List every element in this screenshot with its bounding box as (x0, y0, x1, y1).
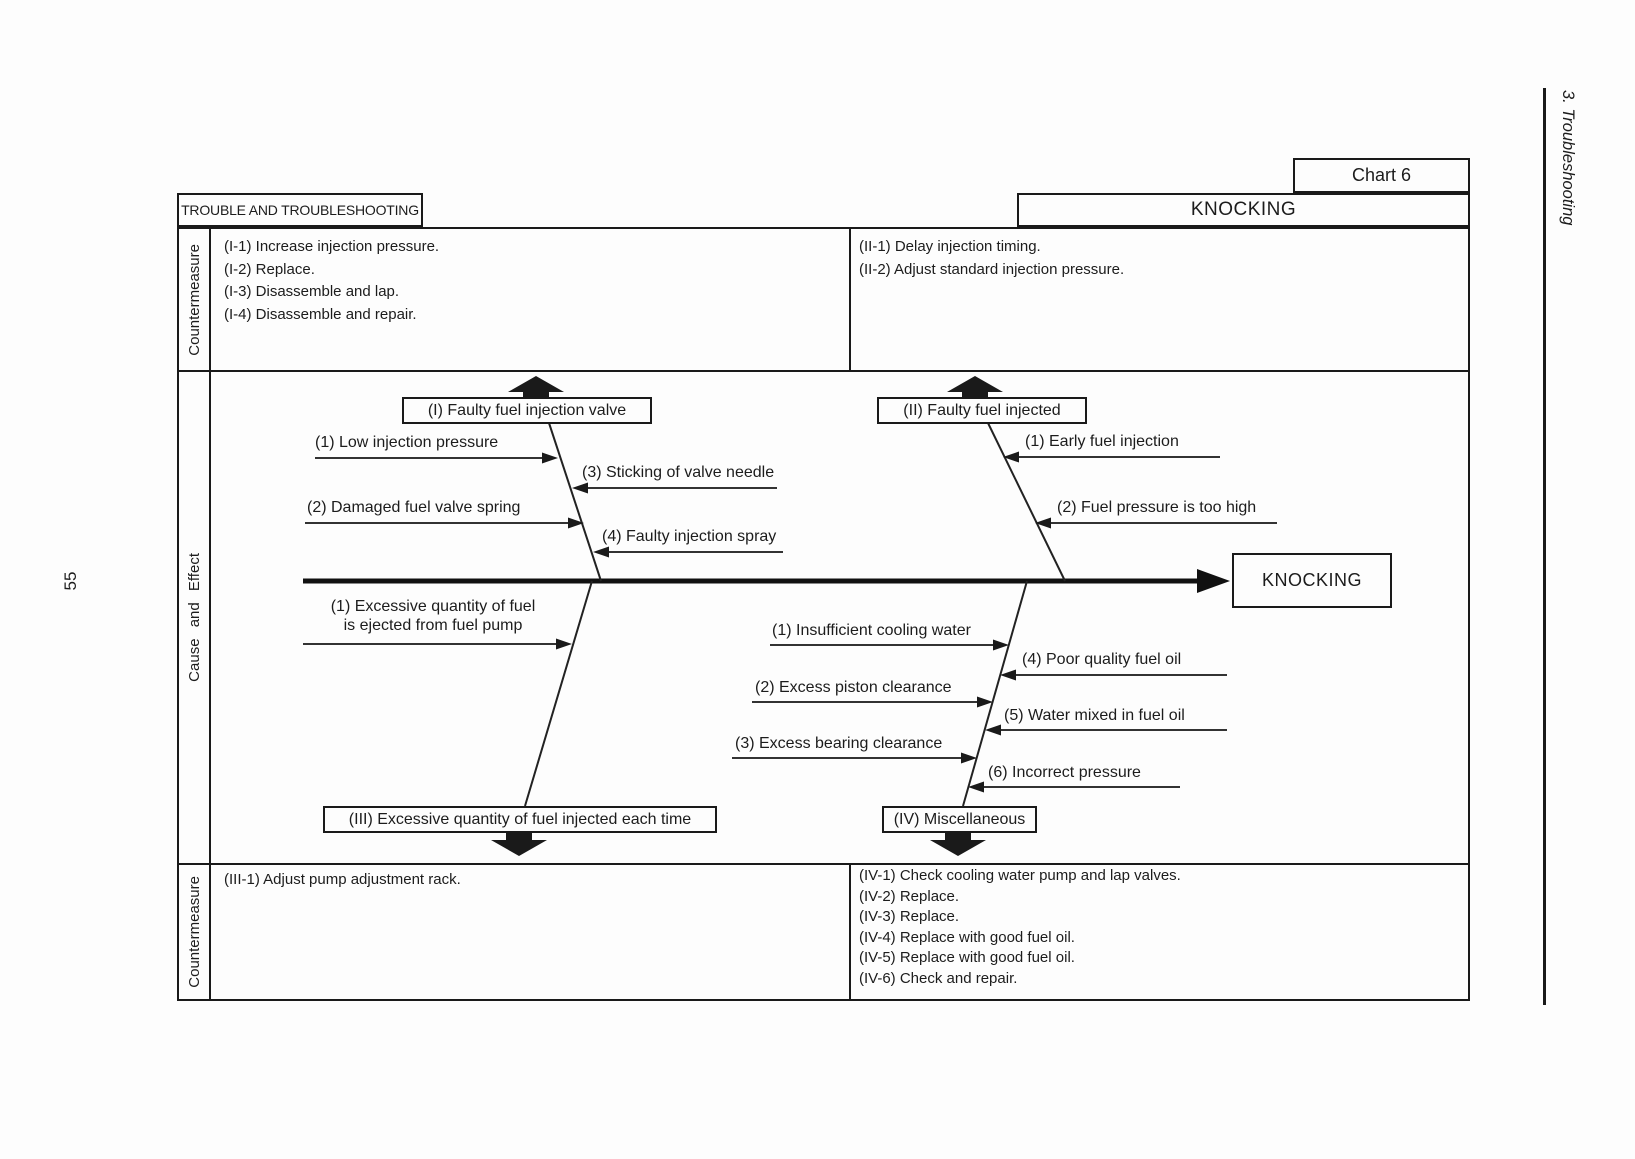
countermeasure-item: (IV-4) Replace with good fuel oil. (859, 928, 1075, 946)
countermeasure-list-IV: (IV-1) Check cooling water pump and lap … (859, 866, 1181, 989)
category-box-IV: (IV) Miscellaneous (882, 806, 1037, 833)
countermeasure-item: (IV-2) Replace. (859, 887, 960, 905)
countermeasure-list-I: (I-1) Increase injection pressure. (I-2)… (224, 236, 439, 326)
countermeasure-item: (I-4) Disassemble and repair. (224, 305, 417, 323)
countermeasure-list-III: (III-1) Adjust pump adjustment rack. (224, 870, 461, 891)
side-rule (1543, 88, 1546, 1005)
category-label: (I) Faulty fuel injection valve (427, 401, 627, 419)
chart-number: Chart 6 (1351, 165, 1412, 185)
countermeasure-item: (I-3) Disassemble and lap. (224, 283, 400, 300)
cause-label: (1) Excessive quantity of fuel is ejecte… (330, 598, 536, 634)
cause-label: (3) Sticking of valve needle (582, 464, 775, 481)
category-box-III: (III) Excessive quantity of fuel injecte… (323, 806, 717, 833)
cause-label: (5) Water mixed in fuel oil (1004, 707, 1185, 724)
cause-label: (3) Excess bearing clearance (735, 735, 943, 752)
cause-label: (1) Low injection pressure (315, 434, 499, 451)
cause-label: (1) Insufficient cooling water (772, 622, 971, 639)
effect-box: KNOCKING (1232, 553, 1392, 608)
chart-number-box: Chart 6 (1293, 158, 1470, 193)
trouble-title: KNOCKING (1190, 199, 1297, 220)
row-label-countermeasure-bottom: Countermeasure (185, 876, 203, 988)
label-column-divider (209, 229, 211, 999)
row-label-cause-and-effect: Cause and Effect (185, 553, 203, 682)
corner-label-box: TROUBLE AND TROUBLESHOOTING (177, 193, 423, 227)
cause-label: (1) Early fuel injection (1025, 433, 1179, 450)
countermeasure-item: (I-1) Increase injection pressure. (224, 238, 440, 255)
countermeasure-list-II: (II-1) Delay injection timing. (II-2) Ad… (859, 236, 1124, 281)
cause-label: (2) Fuel pressure is too high (1057, 499, 1257, 516)
row-divider-bottom (179, 863, 1468, 865)
page-number: 55 (61, 571, 80, 591)
main-table: Countermeasure Cause and Effect Counterm… (177, 227, 1470, 1001)
cause-label: (4) Faulty injection spray (602, 528, 777, 545)
row-label-cell-top: Countermeasure (179, 229, 209, 370)
countermeasure-item: (I-2) Replace. (224, 260, 315, 278)
category-box-I: (I) Faulty fuel injection valve (402, 397, 652, 424)
trouble-title-box: KNOCKING (1017, 193, 1470, 227)
category-label: (IV) Miscellaneous (893, 810, 1026, 828)
countermeasure-item: (IV-1) Check cooling water pump and lap … (859, 867, 1181, 884)
countermeasure-item: (IV-3) Replace. (859, 908, 960, 925)
column-divider-top-row (849, 229, 851, 370)
cause-label: (2) Excess piston clearance (755, 679, 952, 696)
category-label: (III) Excessive quantity of fuel injecte… (348, 810, 692, 828)
cause-label: (2) Damaged fuel valve spring (307, 499, 521, 516)
row-label-countermeasure-top: Countermeasure (185, 243, 203, 356)
countermeasure-item: (II-1) Delay injection timing. (859, 238, 1041, 255)
row-label-cell-middle: Cause and Effect (179, 372, 209, 863)
category-box-II: (II) Faulty fuel injected (877, 397, 1087, 424)
chapter-side-header: 3. Troubleshooting (1559, 90, 1577, 226)
countermeasure-item: (III-1) Adjust pump adjustment rack. (224, 871, 461, 888)
category-label: (II) Faulty fuel injected (903, 401, 1061, 419)
cause-label: (6) Incorrect pressure (988, 764, 1141, 781)
column-divider-bottom-row (849, 863, 851, 999)
countermeasure-item: (IV-5) Replace with good fuel oil. (859, 949, 1075, 966)
cause-label: (4) Poor quality fuel oil (1022, 651, 1182, 668)
corner-label: TROUBLE AND TROUBLESHOOTING (181, 202, 419, 218)
row-divider-top (179, 370, 1468, 372)
countermeasure-item: (IV-6) Check and repair. (859, 969, 1018, 987)
effect-label: KNOCKING (1261, 570, 1362, 590)
row-label-cell-bottom: Countermeasure (179, 865, 209, 999)
countermeasure-item: (II-2) Adjust standard injection pressur… (859, 260, 1125, 278)
